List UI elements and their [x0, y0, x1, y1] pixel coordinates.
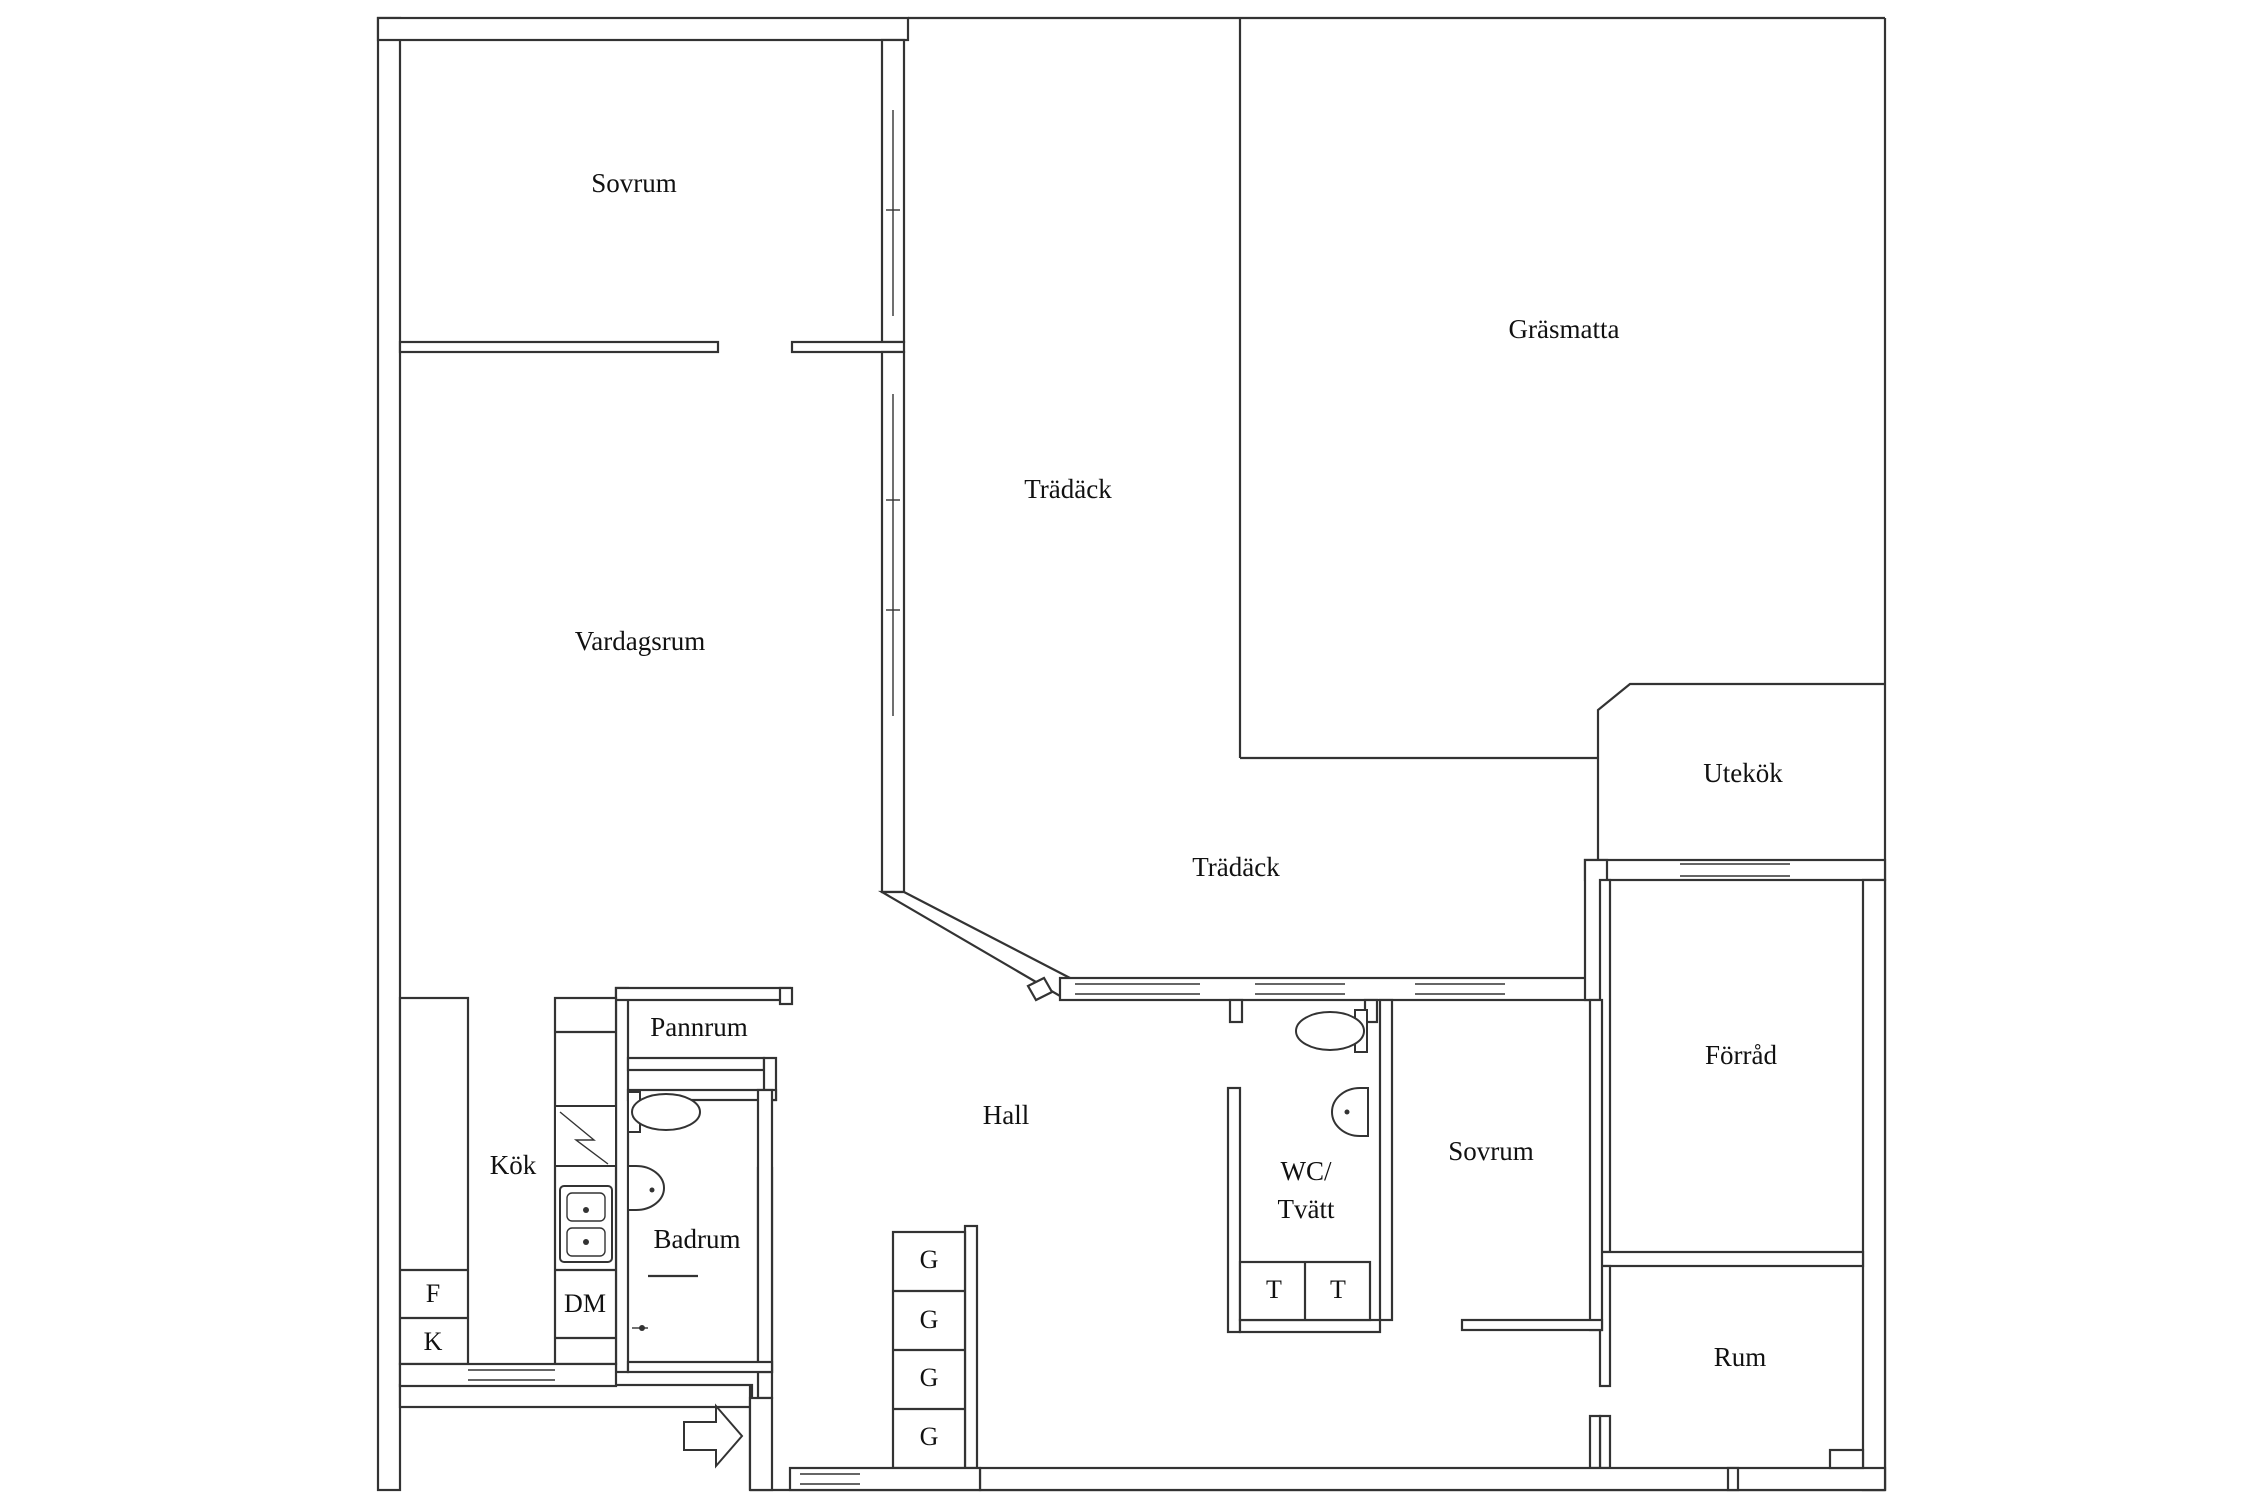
wardrobe-label-4: G [920, 1422, 939, 1451]
room-label-sovrum-top: Sovrum [591, 168, 677, 198]
pannrum-badrum-walls [614, 986, 794, 1374]
sink-icon [559, 1185, 613, 1263]
room-label-vardagsrum: Vardagsrum [575, 626, 705, 656]
deck-south-wall [1058, 858, 1609, 1024]
dishwasher-label: DM [564, 1289, 606, 1318]
room-label-rum: Rum [1714, 1342, 1767, 1372]
sink-icon [1331, 1087, 1369, 1137]
room-label-wc-line1: WC/ [1281, 1156, 1332, 1186]
room-label-pannrum: Pannrum [650, 1012, 748, 1042]
stove-icon [554, 1105, 617, 1167]
entrance-arrow-icon [683, 1403, 744, 1469]
dryer-label-1: T [1266, 1275, 1282, 1304]
utekok-walls [1583, 758, 1887, 882]
grasmatta-boundary [1238, 18, 1885, 760]
room-label-grasmatta: Gräsmatta [1509, 314, 1620, 344]
room-label-tradack-upper: Trädäck [1024, 474, 1112, 504]
freezer-label: K [424, 1327, 443, 1356]
living-deck-wall [877, 110, 1072, 1002]
room-label-tradack-lower: Trädäck [1192, 852, 1280, 882]
sink-icon [627, 1165, 665, 1211]
dryer-label-2: T [1330, 1275, 1346, 1304]
room-label-kok: Kök [490, 1150, 537, 1180]
toilet-icon [627, 1091, 701, 1133]
wardrobe-label-1: G [920, 1245, 939, 1274]
wc-tvatt-walls [1226, 1086, 1382, 1334]
toilet-icon [1295, 1009, 1368, 1053]
room-label-hall: Hall [983, 1100, 1030, 1130]
room-label-wc-line2: Tvätt [1278, 1194, 1335, 1224]
hall-walls [748, 1166, 982, 1492]
room-label-sovrum-right: Sovrum [1448, 1136, 1534, 1166]
room-label-utekok: Utekök [1703, 758, 1783, 788]
wardrobe-label-2: G [920, 1305, 939, 1334]
fridge-label: F [426, 1279, 440, 1308]
right-wing-walls [978, 878, 1887, 1492]
wardrobe-label-3: G [920, 1363, 939, 1392]
sovrum-right-walls [1378, 998, 1604, 1332]
shower-drain-icon [632, 1325, 648, 1331]
room-label-badrum: Badrum [654, 1224, 741, 1254]
kok-walls [398, 996, 618, 1388]
room-label-forrad: Förråd [1705, 1040, 1777, 1070]
